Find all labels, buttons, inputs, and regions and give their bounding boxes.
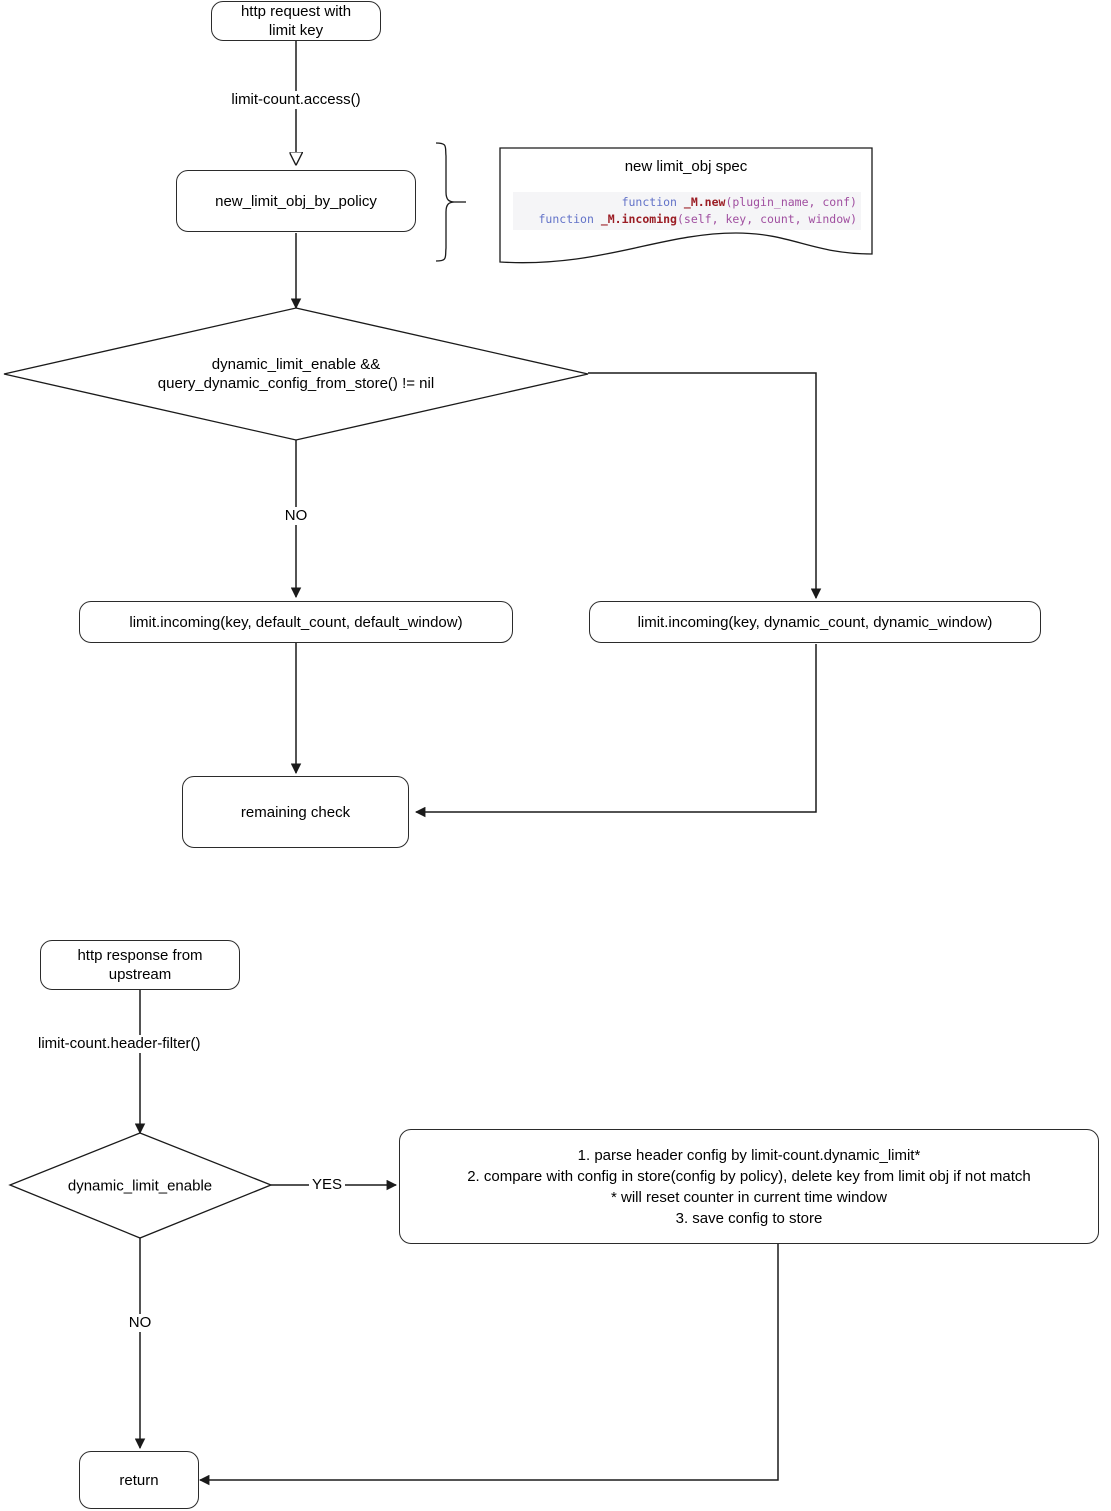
note-code-block: function _M.new(plugin_name, conf) funct… — [513, 192, 861, 230]
code-fn-m-incoming: _M.incoming — [600, 212, 677, 226]
action-line-3: * will reset counter in current time win… — [611, 1188, 887, 1206]
return-label: return — [119, 1471, 159, 1489]
limit-incoming-dynamic-label: limit.incoming(key, dynamic_count, dynam… — [637, 613, 993, 631]
http-response-line1: http response from — [77, 947, 203, 964]
curly-brace — [435, 142, 456, 262]
node-limit-incoming-default[interactable]: limit.incoming(key, default_count, defau… — [79, 601, 513, 643]
edge-dynamic-to-remaining — [414, 644, 817, 818]
http-request-line2: limit key — [268, 22, 324, 39]
decision-label-dynamic-limit-enable: dynamic_limit_enable — [67, 1177, 213, 1195]
node-dynamic-limit-actions[interactable]: 1. parse header config by limit-count.dy… — [399, 1129, 1099, 1244]
node-http-response[interactable]: http response from upstream — [40, 940, 240, 990]
decision1-line1: dynamic_limit_enable && — [211, 356, 381, 373]
code-fn-m-new: _M.new — [683, 195, 726, 209]
node-limit-incoming-dynamic[interactable]: limit.incoming(key, dynamic_count, dynam… — [589, 601, 1041, 643]
action-line-4: 3. save config to store — [675, 1209, 823, 1227]
edge-label-no-lower: NO — [125, 1314, 155, 1332]
node-return[interactable]: return — [79, 1451, 199, 1509]
note-title: new limit_obj spec — [624, 158, 748, 175]
code-line-1: function _M.new(plugin_name, conf) — [622, 195, 857, 209]
http-request-line1: http request with — [240, 3, 352, 20]
dynamic-limit-actions-label: 1. parse header config by limit-count.dy… — [467, 1145, 1031, 1229]
node-http-request[interactable]: http request with limit key — [211, 1, 381, 41]
code-kw-function-2: function — [538, 212, 601, 226]
limit-incoming-default-label: limit.incoming(key, default_count, defau… — [129, 613, 463, 631]
edge-label-header-filter: limit-count.header-filter() — [35, 1035, 204, 1053]
edge-action-to-return — [198, 1244, 779, 1486]
code-params-m-incoming: (self, key, count, window) — [676, 212, 857, 226]
node-remaining-check[interactable]: remaining check — [182, 776, 409, 848]
decision-label-dynamic-enable-query: dynamic_limit_enable && query_dynamic_co… — [158, 355, 434, 393]
edge-label-no-upper: NO — [281, 507, 311, 525]
new-limit-obj-label: new_limit_obj_by_policy — [215, 192, 377, 210]
node-http-response-label: http response from upstream — [77, 946, 202, 984]
code-line-2: function _M.incoming(self, key, count, w… — [539, 212, 858, 226]
edge-label-yes: YES — [308, 1176, 346, 1194]
code-params-m-new: (plugin_name, conf) — [725, 195, 857, 209]
code-kw-function-1: function — [621, 195, 684, 209]
edge-label-access: limit-count.access() — [228, 91, 364, 109]
action-line-1: 1. parse header config by limit-count.dy… — [577, 1146, 921, 1164]
remaining-check-label: remaining check — [240, 803, 351, 821]
node-new-limit-obj-by-policy[interactable]: new_limit_obj_by_policy — [176, 170, 416, 232]
http-response-line2: upstream — [108, 966, 172, 983]
action-line-2: 2. compare with config in store(config b… — [467, 1167, 1031, 1185]
node-http-request-label: http request with limit key — [241, 2, 351, 40]
decision1-line2: query_dynamic_config_from_store() != nil — [157, 375, 435, 392]
edge-decision-yes-to-dynamic — [588, 372, 822, 600]
